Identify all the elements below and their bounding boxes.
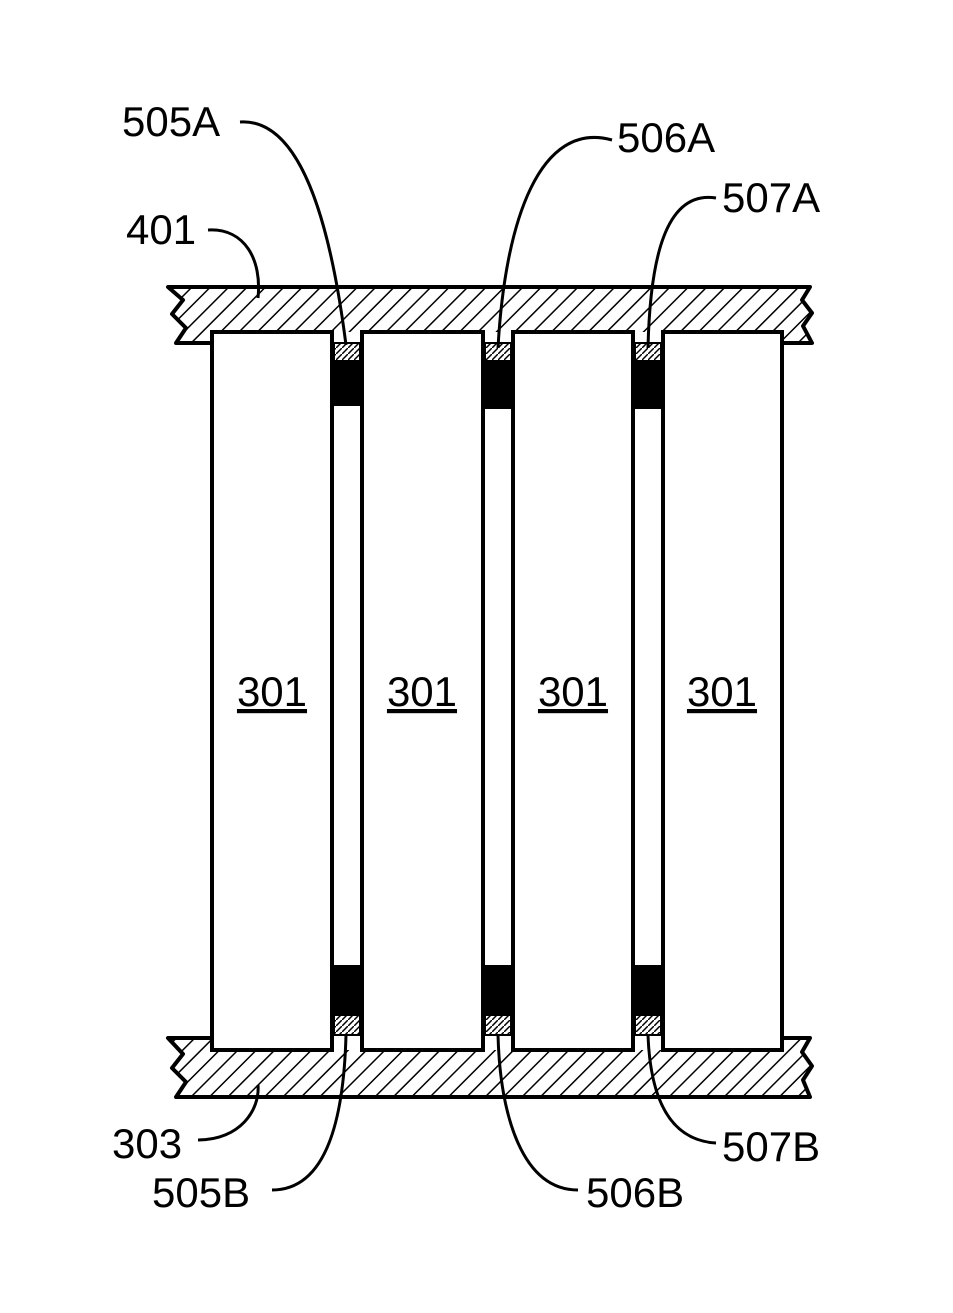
label-505a: 505A — [122, 98, 220, 145]
element-4-label: 301 — [687, 668, 757, 715]
leader-401 — [207, 228, 261, 299]
spacer-506b — [484, 965, 512, 1036]
leader-506b — [496, 1034, 579, 1192]
spacer-506a — [484, 342, 512, 409]
element-3-label: 301 — [538, 668, 608, 715]
leader-506a — [496, 136, 613, 349]
label-401: 401 — [126, 206, 196, 253]
element-1 — [210, 330, 334, 1052]
leader-303 — [197, 1084, 260, 1142]
label-303: 303 — [112, 1120, 182, 1167]
label-506b: 506B — [586, 1169, 684, 1216]
leader-505b — [271, 1034, 348, 1192]
element-2 — [360, 330, 485, 1052]
label-505b: 505B — [152, 1169, 250, 1216]
label-507a: 507A — [722, 174, 820, 221]
spacer-507a — [634, 342, 662, 409]
element-1-label: 301 — [237, 668, 307, 715]
leader-507a — [646, 195, 717, 349]
spacer-505a — [333, 342, 361, 406]
leader-505a — [239, 120, 348, 346]
element-4 — [661, 330, 784, 1052]
label-507b: 507B — [722, 1123, 820, 1170]
element-3 — [511, 330, 635, 1052]
spacer-505b — [333, 965, 361, 1036]
label-506a: 506A — [617, 114, 715, 161]
spacer-507b — [634, 965, 662, 1036]
element-2-label: 301 — [387, 668, 457, 715]
leader-507b — [646, 1034, 717, 1145]
